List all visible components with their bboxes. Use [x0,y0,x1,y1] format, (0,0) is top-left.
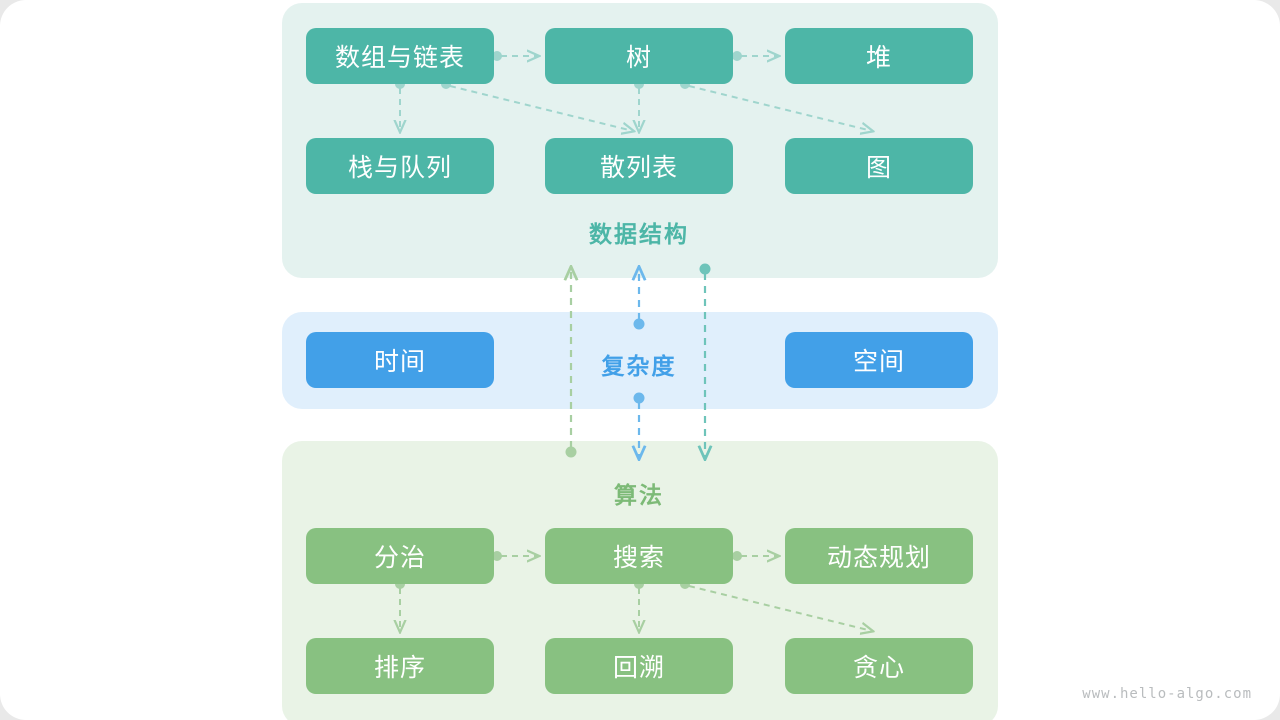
node-dynamic-programming[interactable]: 动态规划 [785,528,973,584]
node-label: 贪心 [852,654,905,682]
node-label: 散列表 [599,154,678,182]
node-stack-queue[interactable]: 栈与队列 [306,138,494,194]
watermark-url: www.hello-algo.com [1082,686,1252,702]
node-label: 动态规划 [826,544,931,572]
node-backtracking[interactable]: 回溯 [545,638,733,694]
node-graph[interactable]: 图 [785,138,973,194]
node-label: 排序 [373,654,426,682]
node-label: 搜索 [612,544,665,572]
node-label: 时间 [373,348,426,376]
node-label: 数组与链表 [334,44,465,72]
node-label: 分治 [373,544,426,572]
node-sorting[interactable]: 排序 [306,638,494,694]
node-time-complexity[interactable]: 时间 [306,332,494,388]
section-title-data-structure: 数据结构 [589,221,689,247]
node-tree[interactable]: 树 [545,28,733,84]
node-hash-table[interactable]: 散列表 [545,138,733,194]
node-label: 空间 [852,348,905,376]
node-heap[interactable]: 堆 [785,28,973,84]
node-divide-conquer[interactable]: 分治 [306,528,494,584]
node-label: 图 [865,154,892,182]
node-label: 回溯 [612,654,665,682]
section-title-complexity: 复杂度 [601,353,677,379]
node-array-linkedlist[interactable]: 数组与链表 [306,28,494,84]
node-search[interactable]: 搜索 [545,528,733,584]
node-space-complexity[interactable]: 空间 [785,332,973,388]
node-label: 堆 [865,44,892,72]
node-label: 栈与队列 [347,154,452,182]
node-label: 树 [625,44,652,72]
node-greedy[interactable]: 贪心 [785,638,973,694]
section-title-algorithm: 算法 [614,482,664,508]
